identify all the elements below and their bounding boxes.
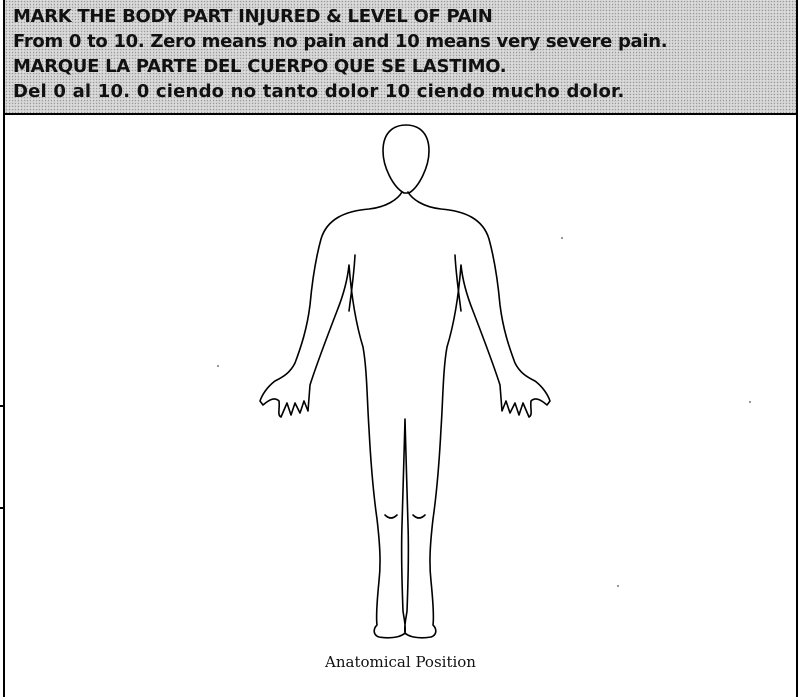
instruction-title-es: MARQUE LA PARTE DEL CUERPO QUE SE LASTIM… xyxy=(13,54,796,79)
instructions-header: MARK THE BODY PART INJURED & LEVEL OF PA… xyxy=(5,0,796,115)
head-outline xyxy=(383,125,429,193)
body-outline xyxy=(260,192,550,638)
scan-speck xyxy=(561,237,563,239)
figure-caption: Anatomical Position xyxy=(5,653,796,671)
body-outline-figure[interactable] xyxy=(5,115,796,697)
left-knee-line xyxy=(385,515,397,518)
body-diagram-area[interactable]: Anatomical Position xyxy=(5,115,796,697)
scan-speck xyxy=(217,365,219,367)
instruction-scale-en: From 0 to 10. Zero means no pain and 10 … xyxy=(13,29,796,54)
scan-speck xyxy=(617,585,619,587)
right-knee-line xyxy=(413,515,425,518)
instruction-title-en: MARK THE BODY PART INJURED & LEVEL OF PA… xyxy=(13,4,796,29)
scan-speck xyxy=(749,401,751,403)
instruction-scale-es: Del 0 al 10. 0 ciendo no tanto dolor 10 … xyxy=(13,79,796,104)
